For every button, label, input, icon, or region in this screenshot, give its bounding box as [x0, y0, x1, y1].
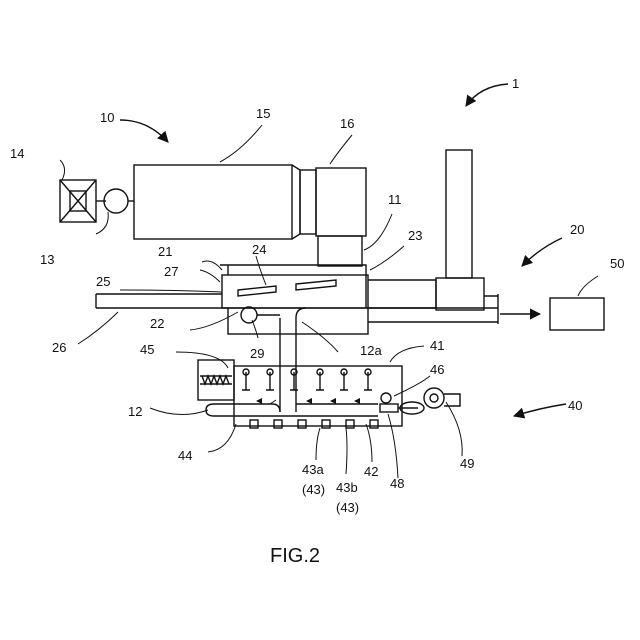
- pipe-12a: [280, 318, 296, 412]
- label-23: 23: [408, 228, 422, 243]
- pipe-12: [296, 404, 378, 416]
- label-21: 21: [158, 244, 172, 259]
- label-12: 12: [128, 404, 142, 419]
- label-14: 14: [10, 146, 24, 161]
- duct-23: [368, 280, 436, 308]
- label-42: 42: [364, 464, 378, 479]
- label-41: 41: [430, 338, 444, 353]
- label-49: 49: [460, 456, 474, 471]
- label-43a: 43a: [302, 462, 324, 477]
- baffle-24a: [238, 286, 276, 296]
- figure-caption: FIG.2: [270, 545, 320, 567]
- flow-arrows: [256, 398, 360, 404]
- label-50: 50: [610, 256, 624, 271]
- label-26: 26: [52, 340, 66, 355]
- valve-46: [381, 393, 391, 403]
- shaft-25-26: [96, 294, 228, 308]
- label-43a-sub: (43): [302, 482, 325, 497]
- label-1: 1: [512, 76, 519, 91]
- fan-49: [424, 388, 444, 408]
- label-40: 40: [568, 398, 582, 413]
- shaft-11: [318, 236, 362, 266]
- chimney: [446, 150, 472, 278]
- output-shaft: [368, 294, 498, 324]
- label-29: 29: [250, 346, 264, 361]
- label-12a: 12a: [360, 343, 382, 358]
- pulley-13: [104, 189, 128, 213]
- label-22: 22: [150, 316, 164, 331]
- label-46: 46: [430, 362, 444, 377]
- nozzles-top: [242, 369, 372, 390]
- label-16: 16: [340, 116, 354, 131]
- generator-16: [316, 168, 366, 236]
- label-43b-sub: (43): [336, 500, 359, 515]
- label-25: 25: [96, 274, 110, 289]
- baffle-24b: [296, 280, 336, 290]
- label-24: 24: [252, 242, 266, 257]
- chimney-base: [436, 278, 484, 310]
- label-43b: 43b: [336, 480, 358, 495]
- label-10: 10: [100, 110, 114, 125]
- device-50: [550, 298, 604, 330]
- furnace-top: [220, 265, 366, 308]
- furnace-upper-21: [222, 275, 368, 308]
- label-13: 13: [40, 252, 54, 267]
- engine-15: [134, 165, 292, 239]
- label-45: 45: [140, 342, 154, 357]
- label-27: 27: [164, 264, 178, 279]
- nozzles-bottom: [250, 420, 378, 428]
- valve-29: [241, 307, 257, 323]
- label-20: 20: [570, 222, 584, 237]
- damper-48: [380, 404, 398, 412]
- label-11: 11: [388, 192, 402, 207]
- label-44: 44: [178, 448, 192, 463]
- label-15: 15: [256, 106, 270, 121]
- label-48: 48: [390, 476, 404, 491]
